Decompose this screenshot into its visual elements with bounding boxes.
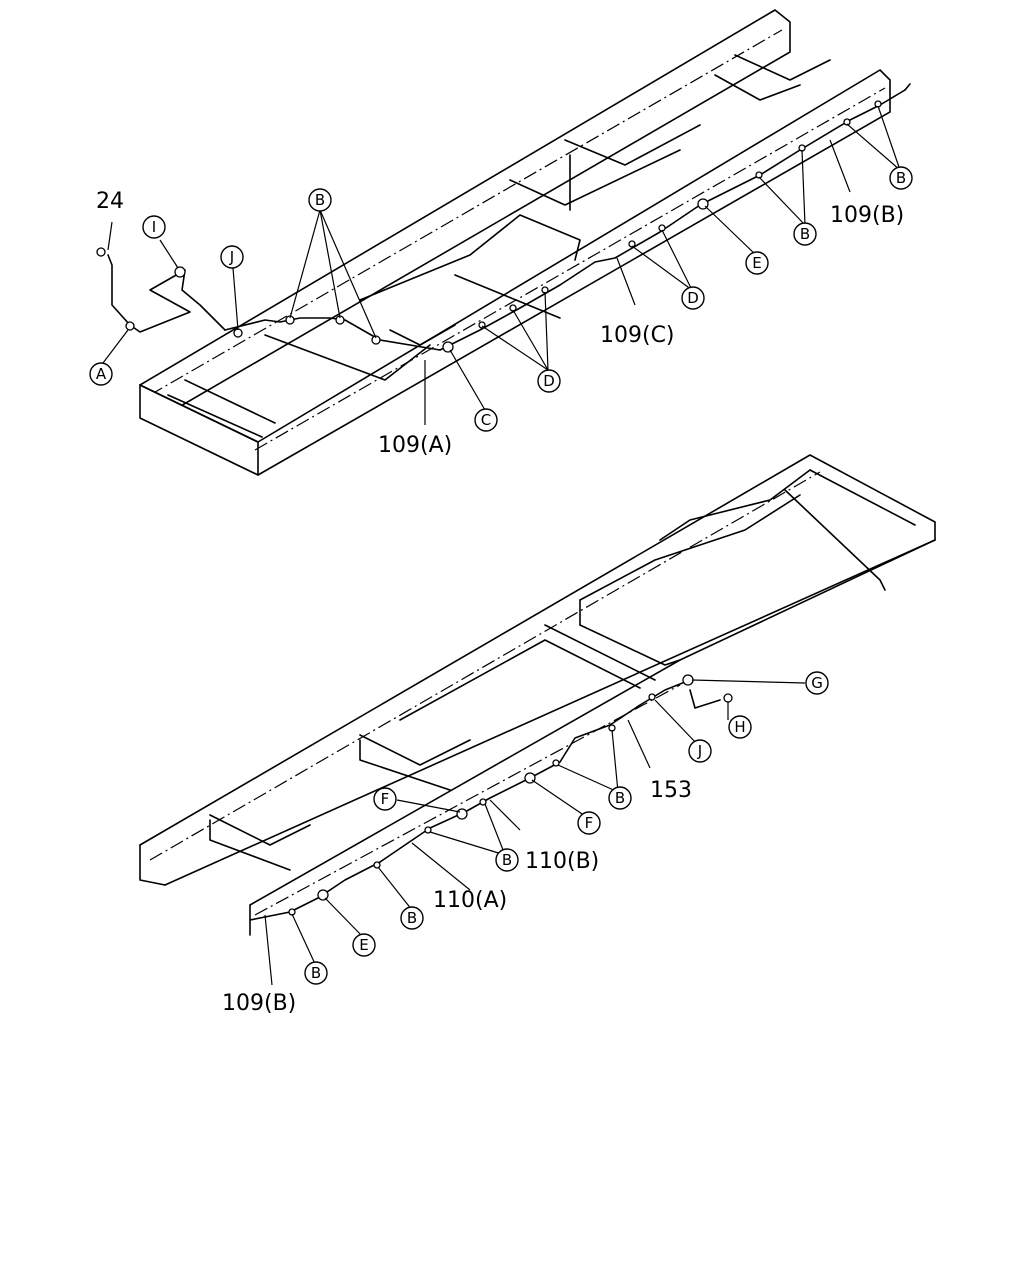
callout-h: H: [728, 715, 752, 739]
svg-text:F: F: [381, 790, 390, 808]
label-110a: 110(A): [433, 888, 507, 913]
callout-b-bottom-a: B: [608, 786, 632, 810]
callout-f-left: F: [373, 787, 397, 811]
label-24: 24: [96, 189, 124, 214]
label-109c: 109(C): [600, 323, 675, 348]
callout-b-bottom-c: B: [400, 906, 424, 930]
label-109b-bottom: 109(B): [222, 991, 296, 1016]
svg-text:I: I: [152, 218, 156, 236]
callout-e-bottom: E: [352, 933, 376, 957]
callout-b-top-mid: B: [793, 222, 817, 246]
callout-f-right: F: [577, 811, 601, 835]
svg-text:E: E: [359, 936, 368, 954]
svg-text:B: B: [407, 909, 417, 927]
svg-text:J: J: [697, 742, 702, 760]
callout-a: A: [89, 362, 113, 386]
callout-e-top: E: [745, 251, 769, 275]
label-110b: 110(B): [525, 849, 599, 874]
svg-text:B: B: [896, 169, 906, 187]
label-109a: 109(A): [378, 433, 452, 458]
callout-b-top-right: B: [889, 166, 913, 190]
callout-b-bottom-d: B: [304, 961, 328, 985]
bottom-chassis-frame: [139, 454, 936, 936]
top-chassis-frame: [139, 9, 891, 476]
bottom-leader-lines: [264, 679, 806, 986]
callout-i: I: [142, 215, 166, 239]
svg-text:D: D: [543, 372, 555, 390]
callout-d-lower: D: [537, 369, 561, 393]
svg-text:B: B: [315, 191, 325, 209]
svg-text:G: G: [811, 674, 823, 692]
label-153: 153: [650, 778, 692, 803]
svg-text:E: E: [752, 254, 761, 272]
bottom-brake-pipes: [249, 679, 721, 921]
svg-text:F: F: [585, 814, 594, 832]
svg-text:A: A: [96, 365, 107, 383]
svg-text:D: D: [687, 289, 699, 307]
callout-b-bottom-b: B: [495, 848, 519, 872]
svg-text:B: B: [615, 789, 625, 807]
callout-g: G: [805, 671, 829, 695]
svg-text:B: B: [502, 851, 512, 869]
svg-text:B: B: [311, 964, 321, 982]
svg-text:C: C: [481, 411, 491, 429]
callout-j-bottom: J: [688, 739, 712, 763]
svg-text:J: J: [229, 248, 234, 266]
callout-b-top-left: B: [308, 188, 332, 212]
callout-j-top: J: [220, 245, 244, 269]
svg-text:H: H: [734, 718, 745, 736]
callout-c: C: [474, 408, 498, 432]
svg-text:B: B: [800, 225, 810, 243]
top-leader-lines: [102, 105, 901, 425]
callout-d-upper: D: [681, 286, 705, 310]
label-109b-top: 109(B): [830, 203, 904, 228]
